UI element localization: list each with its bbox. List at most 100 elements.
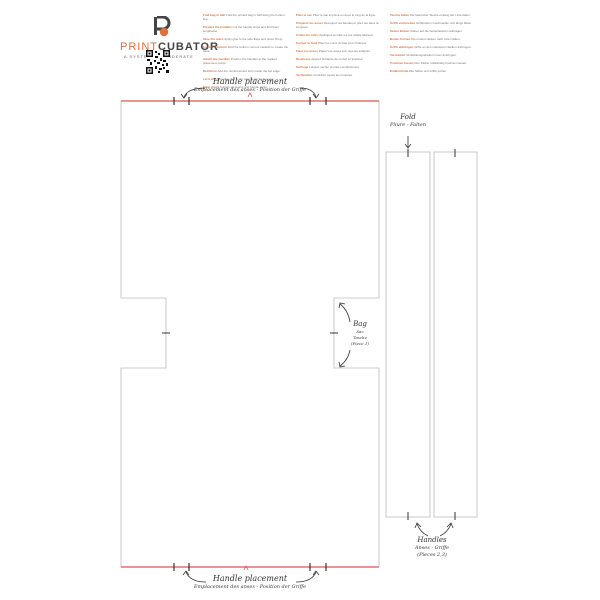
instruction-item: Renforcez Ajoutez la bande de renfort à … — [296, 57, 382, 61]
instruction-text: Fold the bottom corners inwards to creat… — [203, 45, 289, 53]
instruction-title: Let it dry — [203, 77, 216, 81]
instruction-text: Position the handles at the marked place… — [203, 57, 277, 65]
handle-strip-1 — [385, 151, 431, 518]
instruction-text: Die unteren Ecken nach innen falten. — [411, 37, 461, 41]
instruction-title: Formez le fond — [296, 41, 318, 45]
instruction-title: Collez les côtés — [296, 33, 319, 37]
fold-title: Fold — [400, 113, 416, 121]
handles-title: Handles — [417, 536, 447, 544]
handle-placement-bottom-title: Handle placement — [212, 574, 288, 583]
instruction-text: Alle Nähte und Griffe prüfen. — [409, 69, 447, 73]
bag-outline — [120, 100, 380, 568]
instructions-column-french: Pliez le sac Pliez le sac imprimé en deu… — [296, 13, 382, 81]
bag-title: Bag — [353, 320, 367, 328]
instruction-text: Kleber auf die Seitenlaschen auftragen. — [410, 29, 463, 33]
handle-placement-bottom-subtitle: Emplacement des anses - Position der Gri… — [193, 584, 307, 590]
top-fold-marker — [247, 92, 253, 98]
instruction-item: Final check Inspect all seams and handle… — [203, 85, 289, 89]
instruction-title: Griffe anbringen — [390, 45, 414, 49]
instruction-title: Tasche falten — [390, 13, 409, 17]
instruction-item: Prepare the handles Cut the handle strip… — [203, 25, 289, 33]
instruction-item: Fixez les anses Placez les anses aux rep… — [296, 49, 382, 53]
bottom-right-arrow — [295, 571, 317, 583]
instruction-text: Découpez les bandes et pliez-les dans la… — [296, 21, 379, 29]
bottom-handle-ticks — [173, 563, 327, 571]
top-left-arrow — [183, 87, 206, 98]
instruction-item: Préparez les anses Découpez les bandes e… — [296, 21, 382, 29]
handle-placement-top-subtitle: Emplacement des anses - Position der Gri… — [193, 87, 307, 93]
instruction-title: Fold bag in half — [203, 13, 226, 17]
handles-arrow-right — [439, 523, 452, 537]
instruction-title: Verstärken — [390, 53, 406, 57]
instruction-text: Den Kleber vollständig trocknen lassen. — [414, 61, 468, 65]
handles-subtitle: Anses - Griffe — [414, 545, 450, 551]
instruction-title: Pliez le sac — [296, 13, 313, 17]
instruction-item: Séchage Laissez sécher la colle complète… — [296, 65, 382, 69]
instruction-text: Pliez le sac imprimé en deux le long de … — [312, 13, 377, 17]
handles-piece-numbers: (Pieces 2,3) — [417, 552, 447, 558]
instruction-text: Griffstreifen zuschneiden und längs falt… — [416, 21, 473, 25]
bag-subtitle-fr: Sac — [356, 329, 364, 334]
instruction-title: Glue the sides — [203, 37, 224, 41]
qr-code — [146, 50, 170, 74]
instruction-item: Formez le fond Pliez les coins du bas ve… — [296, 41, 382, 45]
instruction-text: Verstärkungsstreifen innen anbringen. — [406, 53, 457, 57]
instruction-item: Vérification Contrôlez toutes les coutur… — [296, 73, 382, 77]
instruction-title: Renforcez — [296, 57, 311, 61]
bag-arrow-down — [339, 349, 351, 367]
handle-strip-fold-ticks — [407, 149, 456, 520]
instruction-text: Apply glue to the side flaps and press f… — [224, 37, 283, 41]
instruction-item: Attach the handles Position the handles … — [203, 57, 289, 65]
instruction-title: Préparez les anses — [296, 21, 324, 25]
instruction-title: Griffe vorbereiten — [390, 21, 416, 25]
instruction-title: Reinforce — [203, 69, 217, 73]
instruction-item: Form the bottom Fold the bottom corners … — [203, 45, 289, 53]
instruction-item: Verstärken Verstärkungsstreifen innen an… — [390, 53, 476, 57]
instruction-text: Laissez sécher la colle complètement. — [309, 65, 360, 69]
instruction-item: Trocknen lassen Den Kleber vollständig t… — [390, 61, 476, 65]
bottom-left-arrow — [185, 571, 207, 583]
instruction-item: Griffe anbringen Griffe an den markierte… — [390, 45, 476, 49]
instruction-title: Boden formen — [390, 37, 411, 41]
instruction-title: Séchage — [296, 65, 309, 69]
instruction-title: Prepare the handles — [203, 25, 232, 29]
instruction-title: Form the bottom — [203, 45, 227, 49]
instruction-item: Griffe vorbereiten Griffstreifen zuschne… — [390, 21, 476, 25]
instruction-item: Reinforce Add the reinforcement strip in… — [203, 69, 289, 73]
instruction-item: Pliez le sac Pliez le sac imprimé en deu… — [296, 13, 382, 17]
top-handle-ticks — [173, 97, 327, 105]
instruction-item: Tasche falten Die bedruckte Tasche entla… — [390, 13, 476, 17]
bag-arrow-up — [339, 303, 351, 323]
instruction-item: Endkontrolle Alle Nähte und Griffe prüfe… — [390, 69, 476, 73]
instruction-title: Fixez les anses — [296, 49, 318, 53]
handle-placement-top-title: Handle placement — [212, 77, 288, 86]
instruction-text: Add the reinforcement strip inside the t… — [217, 69, 281, 73]
instruction-item: Boden formen Die unteren Ecken nach inne… — [390, 37, 476, 41]
bag-subtitle-de: Tasche — [353, 335, 367, 340]
instruction-item: Collez les côtés Appliquez la colle sur … — [296, 33, 382, 37]
instruction-text: Contrôlez toutes les coutures. — [313, 73, 353, 77]
brand-name-part2: CUBATOR — [158, 41, 219, 53]
instruction-text: Inspect all seams and handle joints. — [220, 85, 268, 89]
instructions-column-english: Fold bag in half Fold the printed bag in… — [203, 13, 289, 93]
handles-arrow-left — [416, 523, 429, 537]
instruction-item: Glue the sides Apply glue to the side fl… — [203, 37, 289, 41]
instruction-text: Pliez les coins du bas vers l'intérieur. — [318, 41, 368, 45]
instruction-item: Let it dry Allow the glue to dry complet… — [203, 77, 289, 81]
instruction-title: Final check — [203, 85, 220, 89]
instruction-text: Ajoutez la bande de renfort à l'intérieu… — [311, 57, 364, 61]
instructions-column-german: Tasche falten Die bedruckte Tasche entla… — [390, 13, 476, 77]
printcubator-logo-mark — [154, 16, 171, 37]
instruction-title: Endkontrolle — [390, 69, 409, 73]
instruction-text: Fold the printed bag in half along the b… — [203, 13, 285, 21]
fold-subtitle: Pliure - Falten — [390, 122, 426, 128]
instruction-item: Fold bag in half Fold the printed bag in… — [203, 13, 289, 21]
instruction-text: Appliquez la colle sur les rabats latéra… — [319, 33, 374, 37]
instruction-item: Seiten kleben Kleber auf die Seitenlasch… — [390, 29, 476, 33]
instruction-title: Seiten kleben — [390, 29, 410, 33]
instruction-text: Cut the handle strips and fold them leng… — [203, 25, 280, 33]
bottom-fold-marker — [243, 565, 249, 571]
bag-piece-number: (Piece 1) — [351, 341, 369, 346]
instruction-title: Attach the handles — [203, 57, 230, 61]
